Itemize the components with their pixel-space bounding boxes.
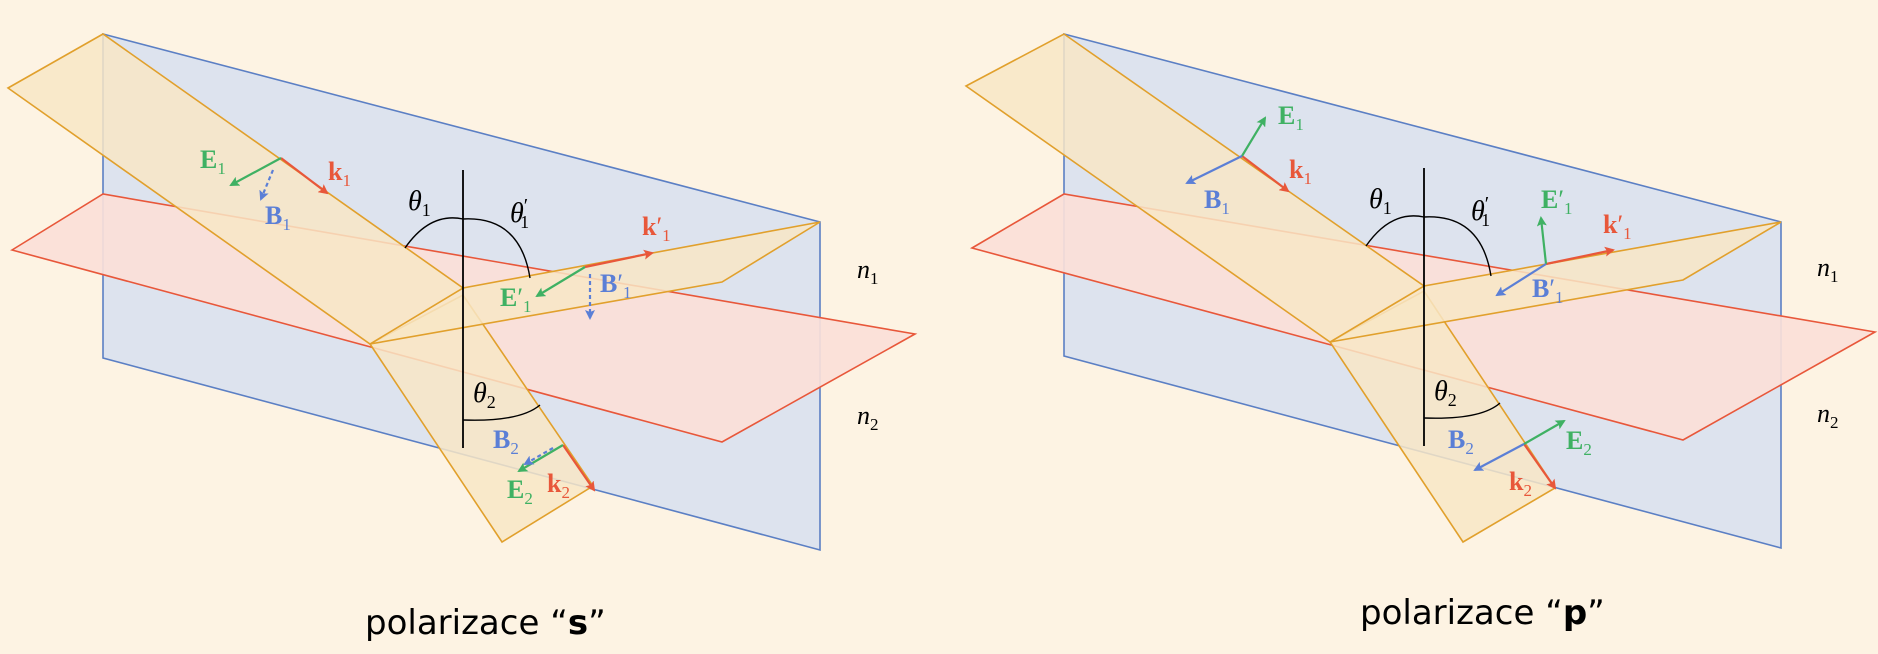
- label-theta1: θ1: [1369, 184, 1392, 218]
- diagram-s-polarization: θ1 θ′1 θ2 n1 n2 k1 E1 B1 k′1 E′1 B′1 k2 …: [6, 32, 918, 643]
- B1-prime-arrow: [1495, 263, 1547, 297]
- label-k1-prime: k′1: [1603, 210, 1632, 243]
- label-B2: B2: [493, 425, 519, 458]
- label-k2: k2: [547, 469, 570, 502]
- label-E1-prime: E′1: [1541, 185, 1573, 218]
- E2-arrow: [517, 444, 564, 473]
- label-k1-prime: k′1: [642, 212, 671, 245]
- E1-prime-arrow: [1536, 216, 1548, 265]
- label-B1: B1: [1204, 185, 1230, 218]
- label-n2: n2: [1817, 399, 1839, 432]
- E1-arrow: [229, 157, 282, 186]
- label-E1: E1: [200, 145, 226, 178]
- angle-arc-theta2: [1423, 402, 1501, 419]
- label-B2: B2: [1448, 425, 1474, 458]
- label-theta2: θ2: [473, 378, 496, 412]
- label-k2: k2: [1509, 467, 1532, 500]
- k1-prime-arrow: [1545, 246, 1615, 266]
- E1-prime-arrow: [535, 266, 586, 298]
- caption-p: polarizace “p”: [1360, 593, 1605, 633]
- B2-arrow: [1473, 443, 1525, 471]
- angle-arc-theta1: [1365, 215, 1425, 247]
- label-E2: E2: [1566, 426, 1592, 459]
- label-E2: E2: [507, 475, 533, 508]
- label-k1: k1: [328, 157, 351, 190]
- B1-arrow: [259, 169, 275, 201]
- label-n1: n1: [1817, 253, 1839, 286]
- label-theta1-prime: θ′1: [1471, 193, 1490, 230]
- label-n2: n2: [857, 401, 879, 434]
- B1-arrow: [1185, 155, 1243, 184]
- label-theta2: θ2: [1434, 376, 1457, 410]
- B2-arrow: [523, 447, 554, 465]
- label-E1-prime: E′1: [500, 283, 532, 316]
- label-k1: k1: [1289, 155, 1312, 188]
- angle-arc-theta2: [462, 404, 541, 421]
- diagram-p-polarization: θ1 θ′1 θ2 n1 n2 k1 E1 B1 k′1 E′1 B′1 k2 …: [964, 32, 1878, 633]
- label-E1: E1: [1278, 101, 1304, 134]
- E2-arrow: [1523, 420, 1566, 445]
- angle-arc-theta1: [404, 217, 464, 249]
- label-B1: B1: [265, 201, 291, 234]
- caption-s: polarizace “s”: [365, 603, 606, 643]
- k2-arrow: [1523, 443, 1557, 490]
- k2-arrow: [562, 444, 596, 492]
- angle-arc-theta1-prime: [462, 218, 531, 279]
- k1-arrow: [280, 157, 329, 195]
- label-B1-prime: B′1: [1532, 274, 1564, 307]
- k1-prime-arrow: [584, 249, 654, 269]
- k1-arrow: [1241, 155, 1290, 193]
- label-theta1: θ1: [408, 186, 431, 220]
- angle-arc-theta1-prime: [1423, 216, 1492, 277]
- E1-arrow: [1241, 116, 1267, 157]
- label-theta1-prime: θ′1: [510, 195, 529, 232]
- label-n1: n1: [857, 255, 879, 288]
- label-B1-prime: B′1: [600, 269, 632, 302]
